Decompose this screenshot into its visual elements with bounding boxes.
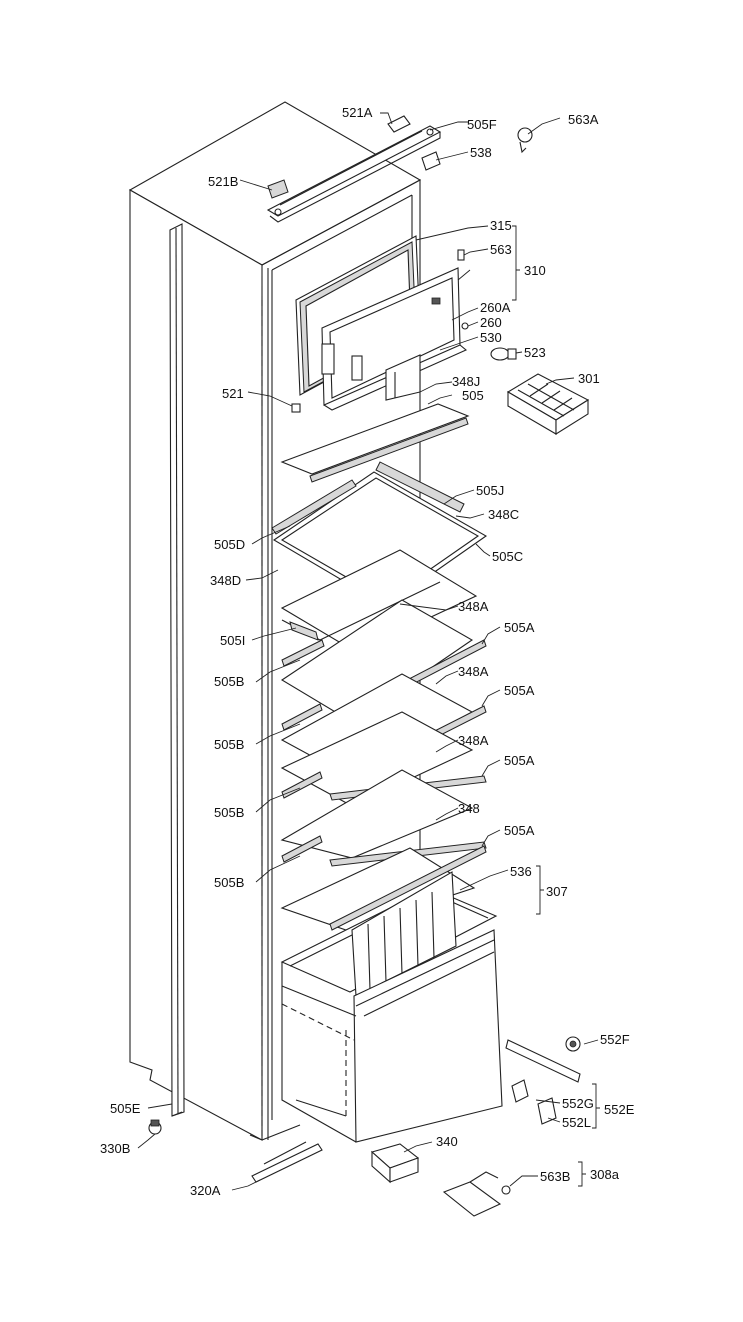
label-552E: 552E — [604, 1102, 635, 1117]
label-505B-2: 505B — [214, 737, 244, 752]
label-310: 310 — [524, 263, 546, 278]
shelf-348 — [280, 769, 487, 867]
part-labels: 521A 505F 563A 538 521B 315 563 310 260A… — [100, 105, 635, 1198]
label-348A-1: 348A — [458, 599, 489, 614]
freezer-compartment — [291, 235, 468, 413]
label-260: 260 — [480, 315, 502, 330]
small-fasteners — [457, 249, 517, 361]
shelf-assembly-348D — [271, 461, 488, 653]
label-348D: 348D — [210, 573, 241, 588]
label-505B-3: 505B — [214, 805, 244, 820]
label-348C: 348C — [488, 507, 519, 522]
top-hinge-parts — [266, 115, 533, 223]
label-348A-2: 348A — [458, 664, 489, 679]
label-505C: 505C — [492, 549, 523, 564]
label-563: 563 — [490, 242, 512, 257]
label-315: 315 — [490, 218, 512, 233]
label-536: 536 — [510, 864, 532, 879]
label-505A-4: 505A — [504, 823, 535, 838]
crisper-cover-shelf — [280, 845, 487, 931]
label-505: 505 — [462, 388, 484, 403]
label-505D: 505D — [214, 537, 245, 552]
label-538: 538 — [470, 145, 492, 160]
label-563B: 563B — [540, 1169, 570, 1184]
ice-cube-tray-301 — [506, 373, 590, 435]
label-552L: 552L — [562, 1115, 591, 1130]
label-301: 301 — [578, 371, 600, 386]
label-505F: 505F — [467, 117, 497, 132]
label-521A: 521A — [342, 105, 373, 120]
label-308a: 308a — [590, 1167, 620, 1182]
crisper-drawer-307 — [280, 871, 503, 1143]
label-552G: 552G — [562, 1096, 594, 1111]
label-330B: 330B — [100, 1141, 130, 1156]
label-348: 348 — [458, 801, 480, 816]
label-340: 340 — [436, 1134, 458, 1149]
label-521: 521 — [222, 386, 244, 401]
label-505J: 505J — [476, 483, 504, 498]
label-523: 523 — [524, 345, 546, 360]
label-320A: 320A — [190, 1183, 221, 1198]
label-505A-3: 505A — [504, 753, 535, 768]
label-505A-2: 505A — [504, 683, 535, 698]
bottom-parts — [148, 1119, 511, 1217]
label-348J: 348J — [452, 374, 480, 389]
label-505E: 505E — [110, 1101, 141, 1116]
label-505B-4: 505B — [214, 875, 244, 890]
door-seal-strip-505E — [169, 223, 185, 1117]
label-521B: 521B — [208, 174, 238, 189]
label-505I: 505I — [220, 633, 245, 648]
label-505B-1: 505B — [214, 674, 244, 689]
label-505A-1: 505A — [504, 620, 535, 635]
label-552F: 552F — [600, 1032, 630, 1047]
shelf-348J — [280, 403, 470, 483]
label-307: 307 — [546, 884, 568, 899]
label-348A-3: 348A — [458, 733, 489, 748]
leader-lines — [137, 112, 600, 1191]
drawer-rail-552E — [505, 1036, 581, 1125]
label-530: 530 — [480, 330, 502, 345]
label-563A: 563A — [568, 112, 599, 127]
label-260A: 260A — [480, 300, 511, 315]
